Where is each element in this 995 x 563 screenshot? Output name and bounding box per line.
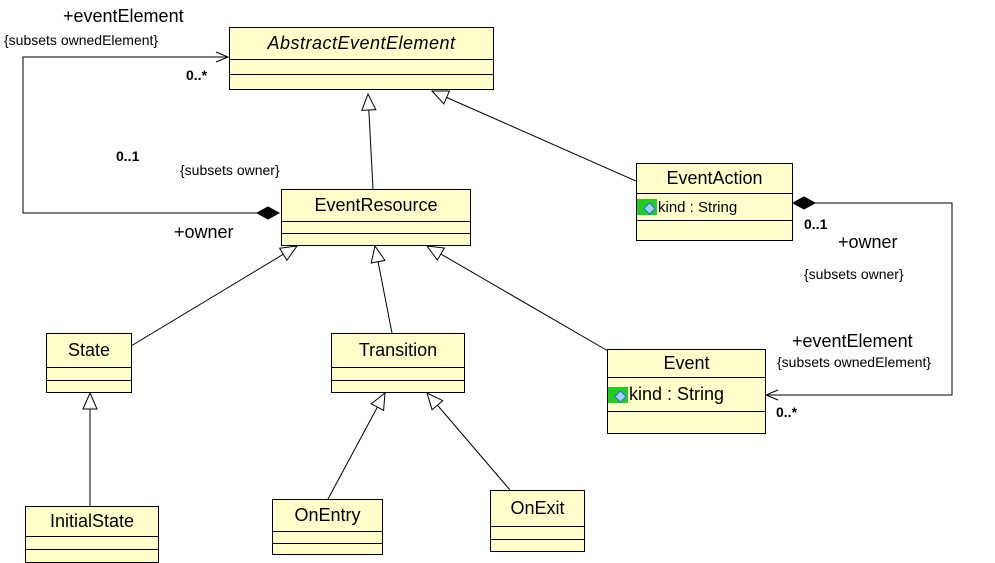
attribute-compartment: kind : String bbox=[637, 194, 792, 221]
class-abstract-event-element[interactable]: AbstractEventElement bbox=[229, 27, 494, 90]
left-owner-role: +owner bbox=[174, 222, 234, 242]
left-owner-constraint: {subsets owner} bbox=[180, 162, 280, 178]
attribute-text: kind : String bbox=[629, 384, 725, 404]
class-name: OnEntry bbox=[273, 500, 382, 532]
left-event-element-constraint: {subsets ownedElement} bbox=[4, 32, 159, 48]
class-initial-state[interactable]: InitialState bbox=[25, 506, 159, 563]
left-event-element-role: +eventElement bbox=[63, 6, 184, 26]
class-state[interactable]: State bbox=[46, 333, 132, 393]
class-name: EventResource bbox=[282, 190, 470, 222]
class-name: Event bbox=[608, 350, 765, 378]
class-event[interactable]: Event kind : String bbox=[607, 349, 766, 434]
right-event-element-constraint: {subsets ownedElement} bbox=[777, 354, 932, 370]
composition-diamond-right bbox=[791, 196, 817, 210]
left-event-element-multiplicity: 0..* bbox=[186, 67, 208, 83]
attribute-compartment bbox=[230, 60, 493, 75]
generalization-transition-eventresource bbox=[375, 246, 393, 334]
attribute-compartment bbox=[282, 222, 470, 234]
class-on-exit[interactable]: OnExit bbox=[490, 490, 585, 552]
generalization-eventresource-abstract bbox=[368, 94, 373, 190]
class-event-resource[interactable]: EventResource bbox=[281, 189, 471, 246]
attribute-compartment bbox=[332, 368, 464, 381]
class-name: InitialState bbox=[26, 507, 158, 537]
generalization-eventaction-abstract bbox=[432, 91, 637, 182]
attribute-compartment: kind : String bbox=[608, 378, 765, 412]
generalization-onexit-transition bbox=[427, 393, 511, 491]
class-name: AbstractEventElement bbox=[230, 28, 493, 60]
composition-diamond-left bbox=[255, 206, 281, 220]
attribute-compartment bbox=[491, 527, 584, 540]
right-event-element-multiplicity: 0..* bbox=[776, 404, 798, 420]
class-name: OnExit bbox=[491, 491, 584, 527]
class-name: Transition bbox=[332, 334, 464, 368]
attribute-icon bbox=[637, 199, 657, 215]
class-name: State bbox=[47, 334, 131, 368]
left-owner-multiplicity: 0..1 bbox=[116, 148, 140, 164]
class-on-entry[interactable]: OnEntry bbox=[272, 499, 383, 555]
class-transition[interactable]: Transition bbox=[331, 333, 465, 393]
right-owner-constraint: {subsets owner} bbox=[804, 266, 904, 282]
right-owner-multiplicity: 0..1 bbox=[804, 216, 828, 232]
class-name: EventAction bbox=[637, 164, 792, 194]
generalization-onentry-transition bbox=[327, 393, 385, 500]
composition-eventresource-eventelement bbox=[22, 57, 257, 214]
generalization-event-eventresource bbox=[427, 246, 609, 352]
composition-eventaction-event bbox=[766, 202, 953, 395]
attribute-text: kind : String bbox=[658, 198, 738, 216]
attribute-compartment bbox=[273, 532, 382, 544]
attribute-icon bbox=[608, 386, 628, 403]
generalization-state-eventresource bbox=[130, 246, 297, 347]
attribute-compartment bbox=[26, 537, 158, 550]
right-event-element-role: +eventElement bbox=[792, 331, 913, 351]
class-event-action[interactable]: EventAction kind : String bbox=[636, 163, 793, 241]
right-owner-role: +owner bbox=[838, 232, 898, 252]
attribute-compartment bbox=[47, 368, 131, 381]
